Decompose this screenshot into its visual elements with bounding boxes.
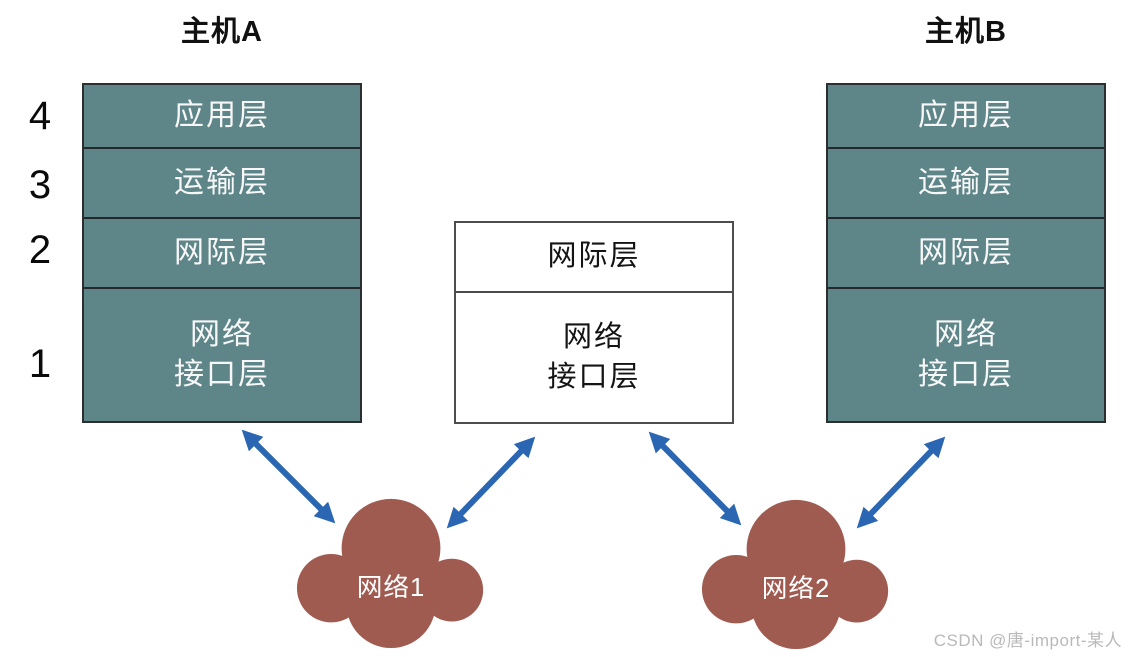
layer-label-line2: 接口层 [174, 358, 270, 391]
network1-cloud: 网络1 [295, 497, 487, 649]
layer-label-line1: 网络 [190, 317, 254, 351]
network2-label: 网络2 [762, 574, 830, 603]
layer-label-line1: 网络 [934, 317, 998, 351]
network2-cloud: 网络2 [700, 498, 892, 650]
host-a-network-interface-layer: 网络 接口层 [84, 289, 360, 421]
router-box: 网际层 网络 接口层 [454, 221, 734, 424]
layer-label: 应用层 [918, 98, 1014, 132]
layer-label-line1: 网络 [562, 321, 625, 354]
host-b-network-interface-layer: 网络 接口层 [828, 289, 1104, 421]
layer-label: 网际层 [174, 235, 270, 269]
host-b-application-layer: 应用层 [828, 85, 1104, 149]
layer-label: 应用层 [174, 98, 270, 132]
host-a-stack: 应用层 运输层 网际层 网络 接口层 [82, 83, 362, 423]
layer-label: 网际层 [547, 240, 641, 273]
layer-number-3: 3 [28, 163, 52, 207]
router-internet-layer: 网际层 [456, 223, 732, 293]
host-a-transport-layer: 运输层 [84, 149, 360, 219]
host-a-internet-layer: 网际层 [84, 219, 360, 289]
host-b-stack: 应用层 运输层 网际层 网络 接口层 [826, 83, 1106, 423]
host-b-title: 主机B [925, 16, 1007, 48]
router-network-interface-layer: 网络 接口层 [456, 293, 732, 422]
host-b-internet-layer: 网际层 [828, 219, 1104, 289]
layer-number-2: 2 [28, 228, 52, 272]
network1-label: 网络1 [357, 573, 425, 602]
cloud-shape [296, 498, 484, 649]
host-a-application-layer: 应用层 [84, 85, 360, 149]
host-a-title: 主机A [181, 16, 263, 48]
layer-number-1: 1 [28, 342, 52, 386]
layer-number-4: 4 [28, 94, 52, 138]
layer-label: 网际层 [918, 235, 1014, 269]
host-b-transport-layer: 运输层 [828, 149, 1104, 219]
layer-label-line2: 接口层 [918, 358, 1014, 391]
cloud-shape [701, 499, 889, 650]
layer-label: 运输层 [174, 165, 270, 199]
layer-label: 运输层 [918, 165, 1014, 199]
csdn-watermark: CSDN @唐-import-某人 [933, 631, 1122, 650]
layer-label-line2: 接口层 [547, 360, 641, 393]
